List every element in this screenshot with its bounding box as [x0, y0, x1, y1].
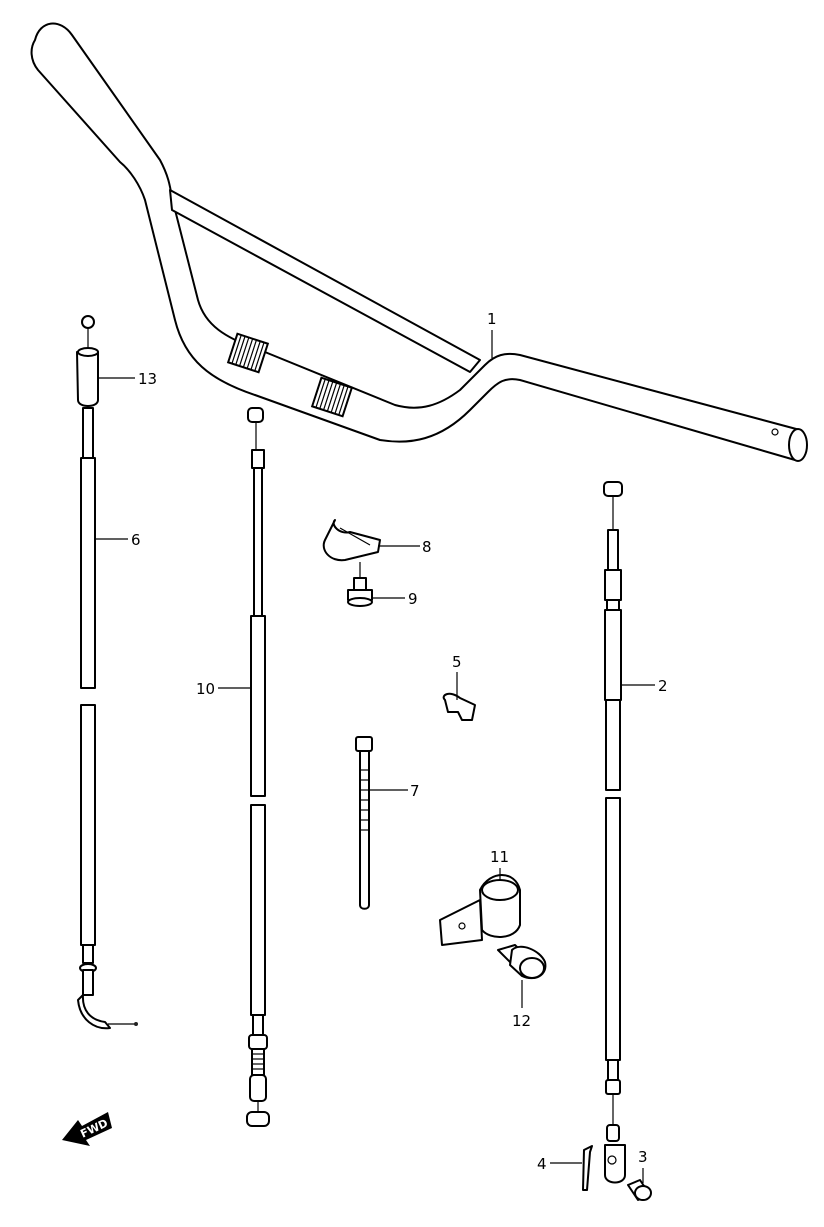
callout-2: 2: [658, 677, 668, 695]
bracket-clamp[interactable]: [439, 874, 521, 946]
callout-12: 12: [512, 1012, 531, 1030]
callout-13: 13: [138, 370, 157, 388]
flange-bolt[interactable]: [497, 944, 547, 980]
callout-8: 8: [422, 538, 432, 556]
callout-3: 3: [638, 1148, 648, 1166]
cable-clamp[interactable]: [322, 519, 381, 562]
fwd-arrow-icon: FWD: [62, 1112, 112, 1146]
callout-11: 11: [490, 848, 509, 866]
cotter-pin[interactable]: [582, 1145, 593, 1191]
throttle-cable[interactable]: [76, 315, 138, 1030]
handlebar[interactable]: [30, 22, 808, 462]
cable-clip[interactable]: [442, 692, 476, 721]
callout-10: 10: [196, 680, 215, 698]
callout-9: 9: [408, 590, 418, 608]
clutch-cable[interactable]: [246, 407, 270, 1127]
bolt[interactable]: [347, 562, 373, 607]
brake-cable[interactable]: [603, 481, 626, 1184]
callout-4: 4: [537, 1155, 547, 1173]
callout-5: 5: [452, 653, 462, 671]
callout-6: 6: [131, 531, 141, 549]
callout-1: 1: [487, 310, 497, 328]
clevis-pin[interactable]: [627, 1179, 652, 1201]
cable-tie[interactable]: [355, 736, 373, 910]
callout-7: 7: [410, 782, 420, 800]
